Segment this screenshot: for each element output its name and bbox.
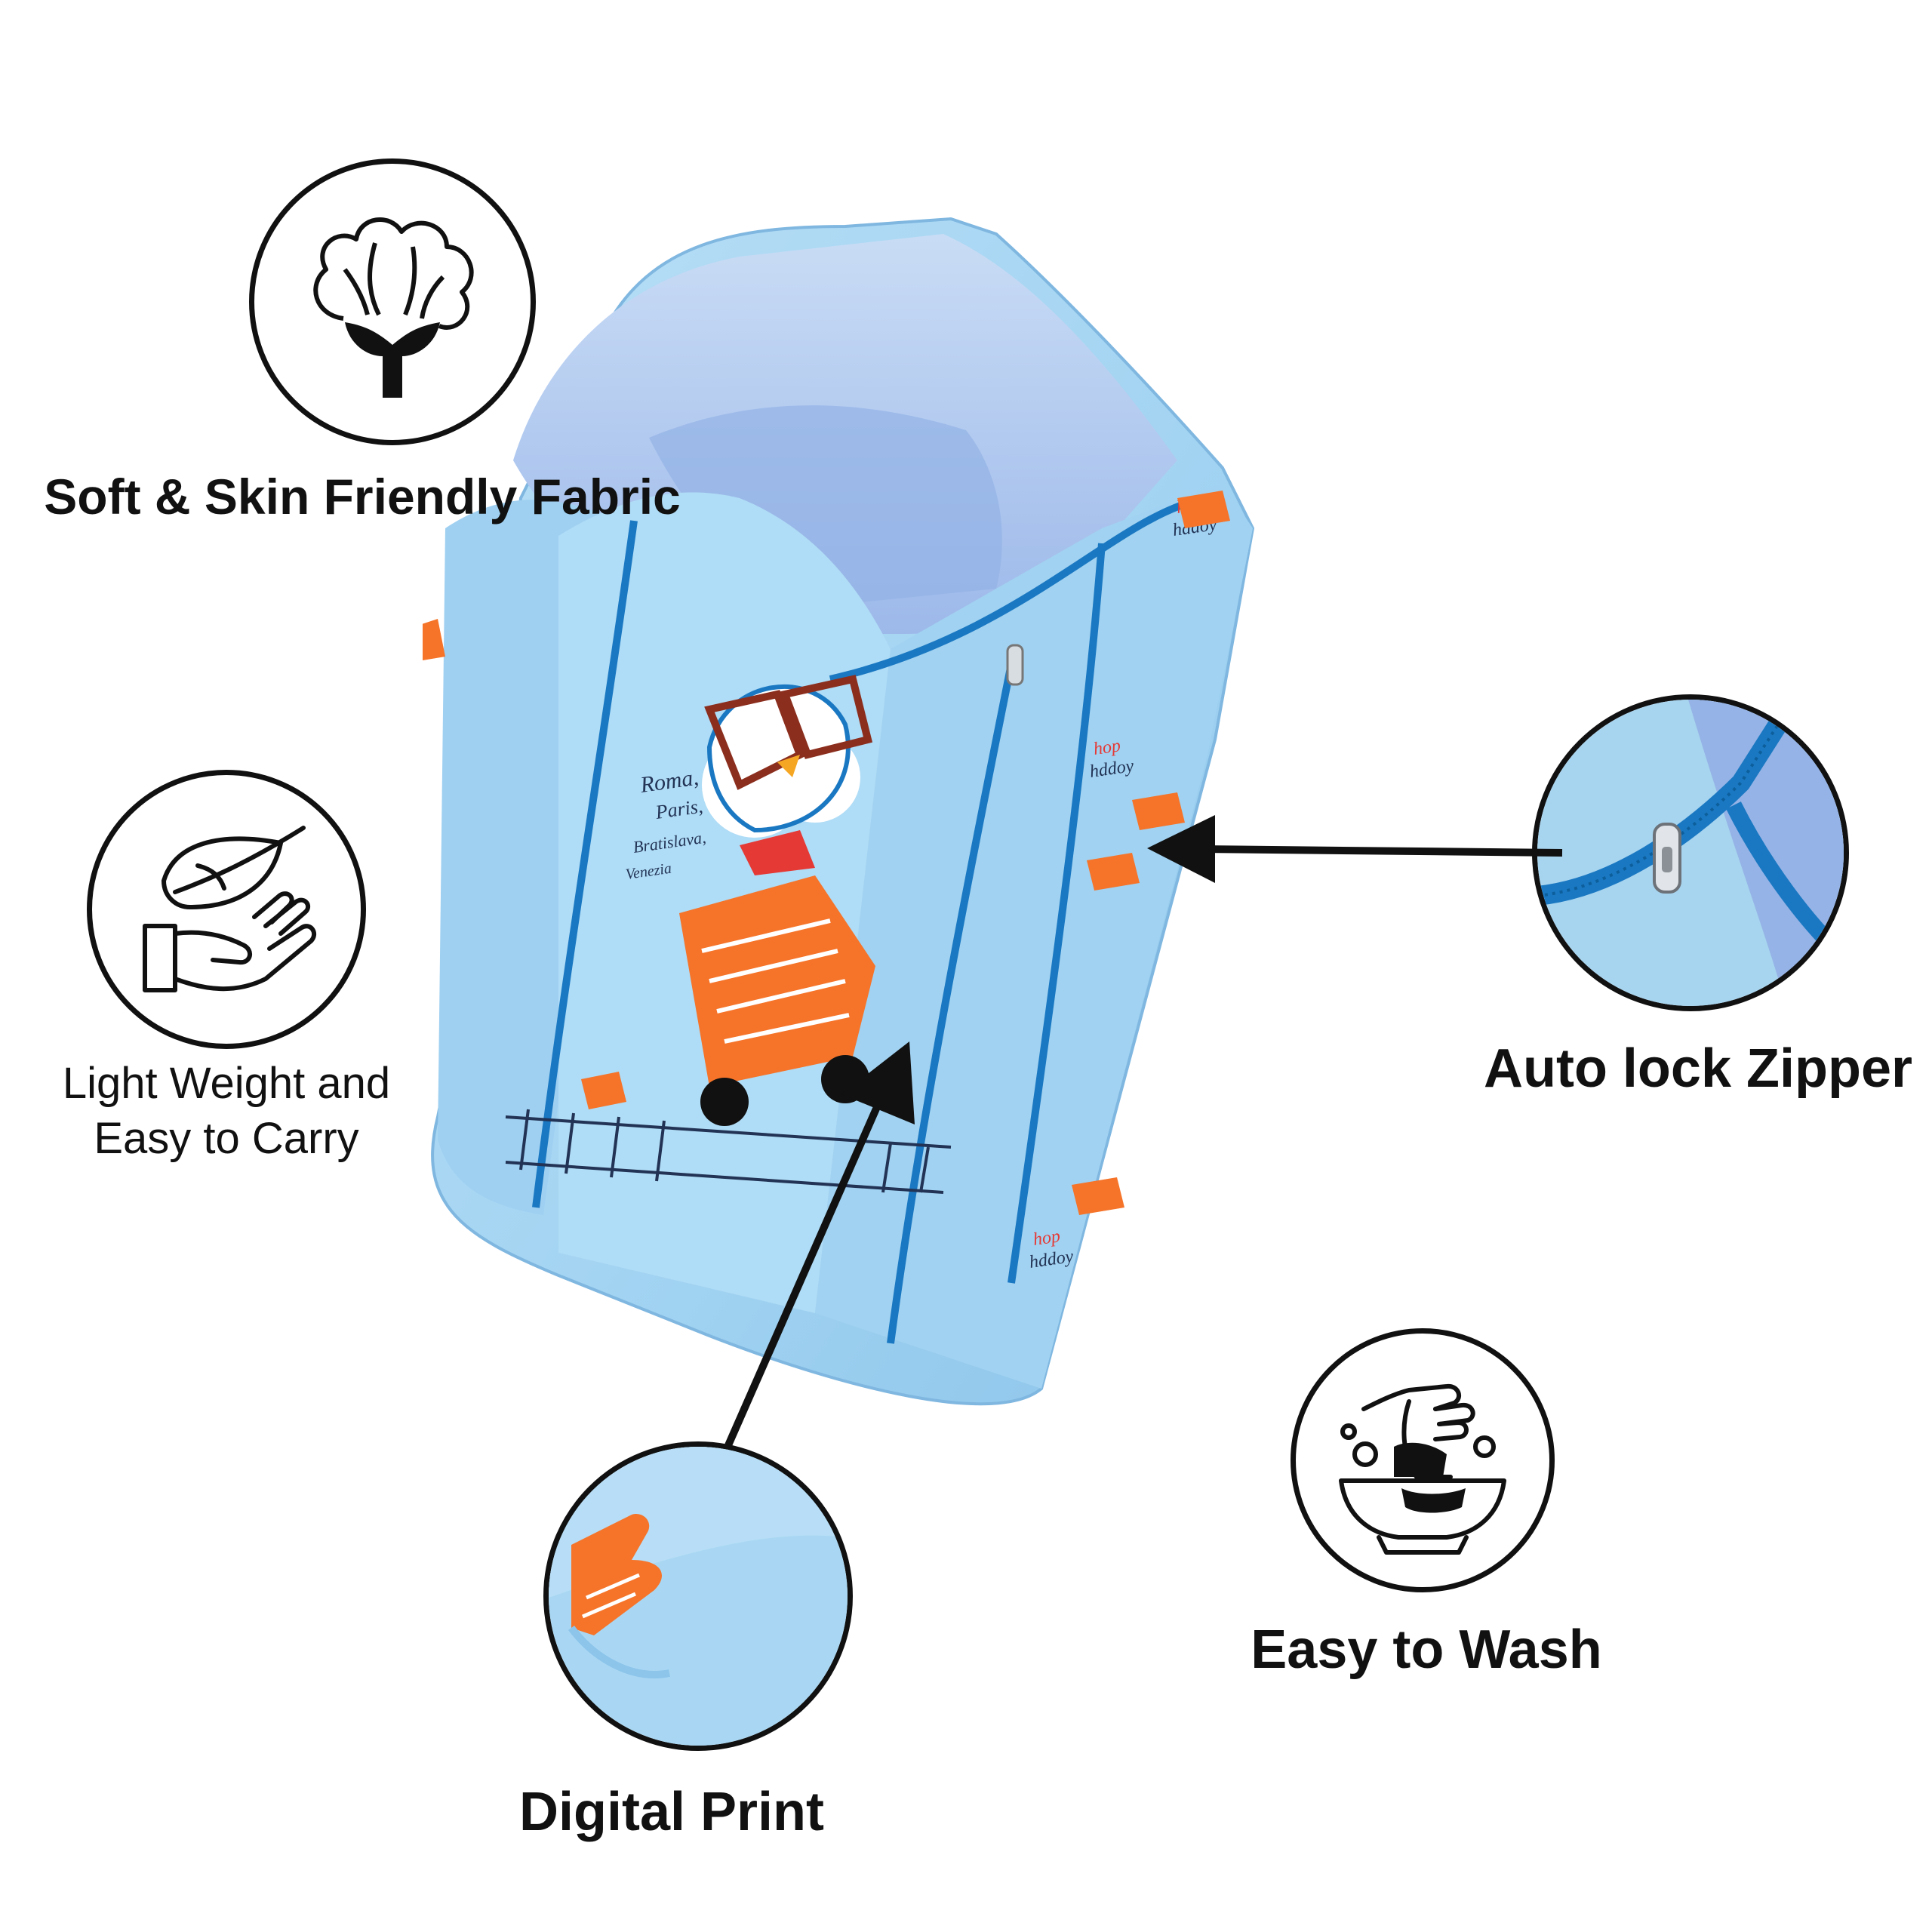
soft-fabric-icon-circle <box>249 158 536 445</box>
zipper-closeup-circle <box>1532 694 1849 1011</box>
zipper-pull <box>1006 644 1024 686</box>
digital-print-label: Digital Print <box>518 1782 824 1842</box>
digital-print-closeup-circle <box>543 1441 853 1751</box>
print-brand-1: hop <box>1092 736 1121 759</box>
zipper-closeup <box>1537 700 1844 1006</box>
zipper-right <box>887 663 1015 1344</box>
leaf-in-hand-icon <box>143 826 317 992</box>
digital-print-pointer-line <box>724 1100 883 1447</box>
hand-washing-basin-icon <box>1339 1383 1506 1555</box>
soft-fabric-label: Soft & Skin Friendly Fabric <box>44 469 681 525</box>
zipper-front <box>829 494 1208 683</box>
orange-cart <box>679 875 875 1087</box>
zipper-pointer-arrowhead <box>1147 815 1215 883</box>
light-weight-label: Light Weight and Easy to Carry <box>15 1057 438 1166</box>
zipper-left <box>532 520 638 1208</box>
print-fabric-closeup <box>549 1447 848 1746</box>
light-weight-label-line2: Easy to Carry <box>94 1113 359 1163</box>
light-weight-icon-circle <box>87 770 366 1049</box>
digital-print-pointer-arrowhead <box>841 1041 915 1124</box>
cotton-flower-icon <box>313 217 474 398</box>
easy-wash-icon-circle <box>1291 1328 1555 1592</box>
zipper-label: Auto lock Zipper <box>1483 1038 1913 1099</box>
print-brand-5: hop <box>1032 1226 1061 1250</box>
light-weight-label-line1: Light Weight and <box>62 1059 391 1108</box>
baby-carry-nest-product: Roma, Paris, Bratislava, Venezia hop hdd… <box>423 217 1255 1406</box>
zipper-pointer-line <box>1199 845 1563 857</box>
easy-wash-label: Easy to Wash <box>1251 1620 1602 1680</box>
